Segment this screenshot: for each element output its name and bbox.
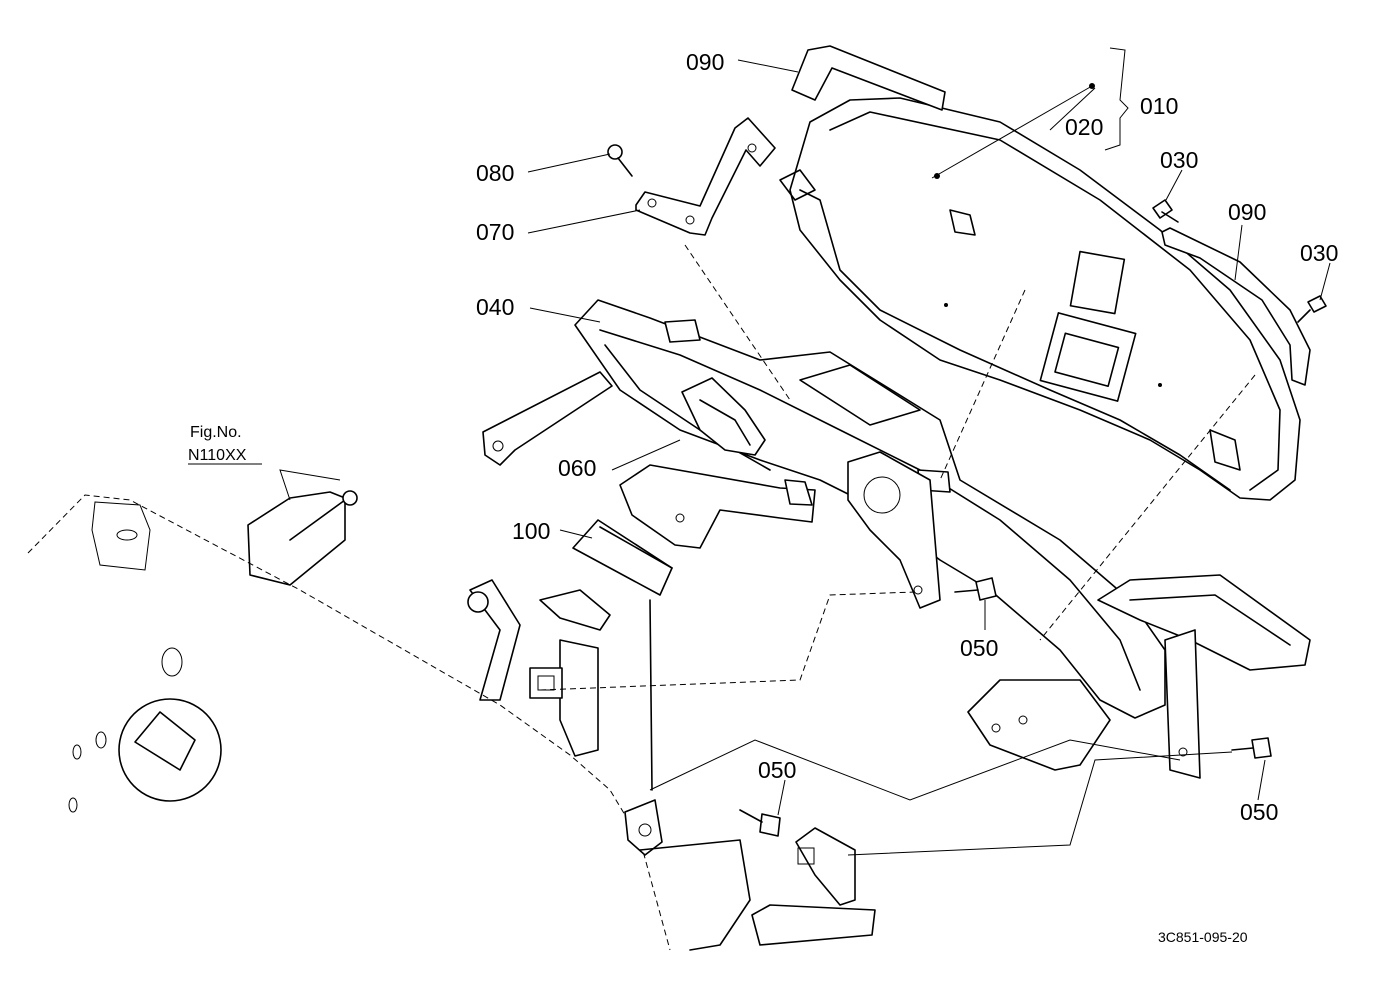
leader-lines — [279, 47, 1331, 856]
callout-090-top: 090 — [686, 49, 724, 75]
callout-010: 010 — [1140, 93, 1178, 119]
body-outline — [27, 494, 876, 951]
screw-080 — [607, 144, 633, 177]
lever-060 — [619, 377, 816, 549]
drawing-code: 3C851-095-20 — [1158, 929, 1248, 945]
screw-030-a — [1152, 199, 1179, 223]
meter-panel-assembly — [779, 97, 1301, 501]
bracket-070 — [635, 117, 776, 236]
bolt-050-a — [954, 577, 997, 601]
callout-050-c: 050 — [1240, 799, 1278, 825]
bolt-050-c — [739, 809, 781, 837]
fig-ref-component — [247, 490, 358, 586]
pad-090-right — [1161, 227, 1311, 386]
callout-080: 080 — [476, 160, 514, 186]
callout-020: 020 — [1065, 114, 1103, 140]
callout-090-right: 090 — [1228, 199, 1266, 225]
bolt-050-b — [1231, 737, 1272, 759]
fig-ref-line1: Fig.No. — [190, 424, 242, 441]
pad-090-top — [791, 45, 946, 111]
callout-040: 040 — [476, 294, 514, 320]
fig-ref-line2: N110XX — [188, 447, 247, 464]
callout-060: 060 — [558, 455, 596, 481]
callout-050-a: 050 — [960, 635, 998, 661]
screw-030-b — [1297, 295, 1327, 323]
callout-030-b: 030 — [1300, 240, 1338, 266]
callout-100: 100 — [512, 518, 550, 544]
callout-050-b: 050 — [758, 757, 796, 783]
callout-070: 070 — [476, 219, 514, 245]
callout-030-a: 030 — [1160, 147, 1198, 173]
